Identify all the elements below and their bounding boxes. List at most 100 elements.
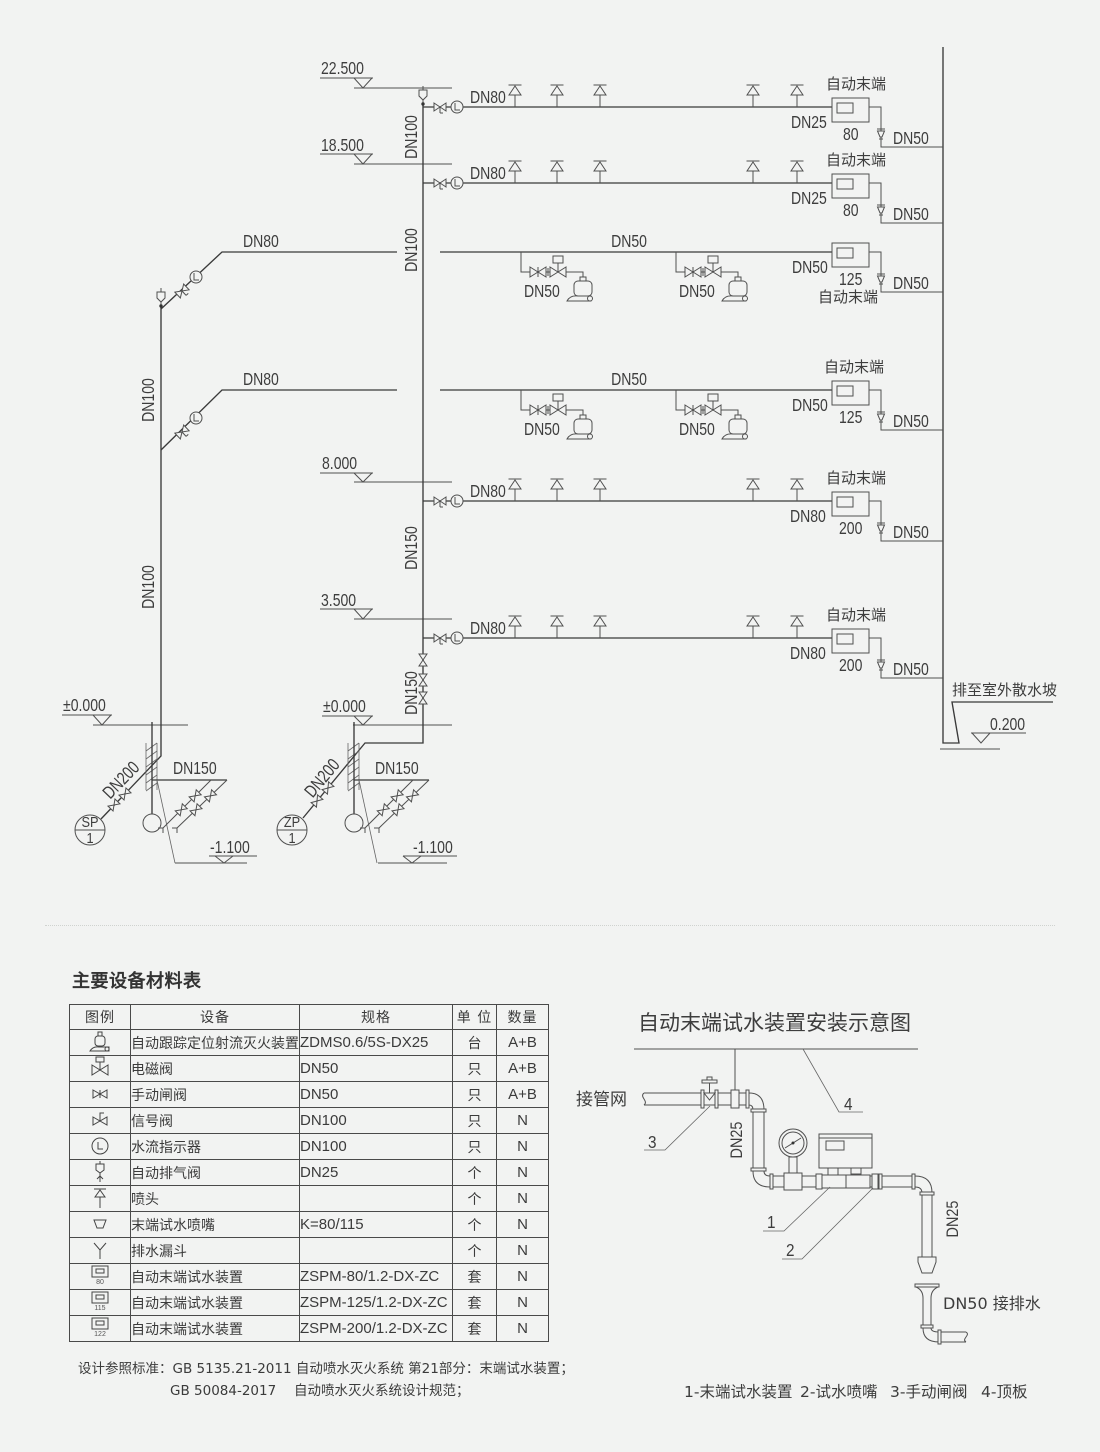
elevation-marker: ±0.000 [322, 696, 452, 726]
funnel-drop-pipe [922, 1298, 932, 1326]
branch-valve-icon [188, 788, 203, 803]
signal-valve-flag [181, 290, 187, 296]
sprinkler-icon [94, 1188, 106, 1208]
sprinkler-body [746, 161, 760, 172]
valve-wedge [702, 1092, 717, 1101]
legend-cell [69, 1185, 131, 1212]
nozzle-body [876, 524, 886, 532]
hanger-coupling [730, 1089, 740, 1109]
test-device-connector [850, 1167, 862, 1175]
solenoid-valve-icon [704, 255, 722, 278]
equipment-quantity-cell: A+B [496, 1081, 549, 1108]
test-device-pipe-label: DN80 [790, 643, 826, 663]
equipment-name-cell: 自动末端试水装置 [130, 1315, 300, 1342]
test-device-display [836, 496, 854, 508]
sprinkler-system-diagram: 22.50018.5008.0003.500±0.000±0.000-1.100… [62, 47, 1057, 864]
legend-cell [69, 1081, 131, 1108]
elevation-label: 18.500 [321, 135, 364, 155]
flow-indicator-icon [450, 100, 464, 114]
sprinkler-body [508, 161, 522, 172]
elevation-label: 3.500 [321, 590, 356, 610]
legend-icon-wrap [85, 1187, 115, 1211]
drain-funnel-icon [93, 1242, 107, 1259]
equipment-unit-cell: 只 [452, 1055, 497, 1082]
test-device-label: 自动末端 [826, 606, 886, 624]
pipe-elbow [748, 1092, 765, 1111]
equipment-unit-cell: 台 [452, 1029, 497, 1056]
sprinkler-body [508, 479, 522, 490]
pipe-network-label: 接管网 [576, 1090, 627, 1110]
legend-icon-wrap [85, 1109, 115, 1133]
callout-leader-1 [763, 1186, 831, 1232]
test-device-label: 自动末端 [824, 358, 884, 376]
elevation-triangle [353, 715, 373, 726]
test-device-connector [827, 1167, 839, 1176]
tank-tag-code: SP [81, 813, 98, 830]
solenoid-actuator [707, 255, 719, 264]
equipment-name-cell: 自动跟踪定位射流灭火装置 [130, 1029, 300, 1056]
elevation-label: -1.100 [413, 837, 453, 857]
suction-branch-pipe [176, 779, 228, 829]
test-device-display [836, 102, 854, 114]
sprinkler-icon [508, 615, 522, 638]
air-valve-icon [95, 1161, 105, 1182]
elevation-marker: 8.000 [320, 453, 452, 483]
test-nozzle-icon [876, 204, 886, 216]
sprinkler-body [508, 616, 522, 627]
fire-monitor-icon [566, 414, 593, 440]
suction-valve-icon [106, 797, 122, 813]
pipe-flange [750, 1108, 767, 1113]
funnel-cone [915, 1286, 939, 1299]
test-device-icon [91, 1265, 109, 1278]
test-device-label: 自动末端 [826, 151, 886, 169]
test-device-display [836, 633, 854, 645]
monitor-pipe-label: DN50 [524, 419, 560, 439]
install-diagram: 自动末端试水装置安装示意图 4 接管网 [576, 1011, 1041, 1401]
secondary-riser-pipe [100, 306, 162, 820]
monitor-body [573, 418, 593, 435]
flow-indicator-circle [450, 631, 464, 645]
test-device-size-label: 80 [843, 200, 859, 220]
suction-valve-icon [117, 786, 133, 802]
test-device-icon [91, 1317, 109, 1330]
monitor-nozzle [587, 295, 593, 302]
equipment-unit-cell: 只 [452, 1081, 497, 1108]
sprinkler-body [508, 85, 522, 96]
discharge-pipe-label: DN150 [173, 758, 217, 778]
elevation-label: 0.200 [990, 714, 1025, 734]
sprinkler-icon [593, 615, 607, 638]
signal-valve-icon [433, 633, 447, 645]
equipment-quantity-cell: A+B [496, 1055, 549, 1082]
solenoid-valve-icon [91, 1056, 109, 1076]
valve-body [418, 673, 428, 687]
elevation-marker: 3.500 [320, 590, 452, 620]
equipment-name-cell: 排水漏斗 [130, 1237, 300, 1264]
flow-indicator-mark [454, 103, 460, 111]
suction-valve-icon [321, 780, 335, 796]
flow-indicator-mark [193, 273, 199, 281]
test-device-size-label: 80 [843, 124, 859, 144]
equipment-unit-cell: 个 [452, 1185, 497, 1212]
drain-pipe [869, 251, 943, 293]
air-valve-joint [159, 304, 163, 308]
drain-pipe [869, 500, 943, 542]
test-device-icon [91, 1291, 109, 1304]
test-nozzle-icon [876, 659, 886, 671]
legend-cell: 80 [69, 1263, 131, 1290]
drain-pipe-label: DN50 [893, 128, 929, 148]
flow-indicator-icon [450, 631, 464, 645]
legend-icon-wrap: 122 [85, 1317, 115, 1341]
riser-pipe-label: DN100 [401, 228, 421, 272]
flow-indicator-icon [450, 176, 464, 190]
equipment-quantity-cell: N [496, 1263, 549, 1290]
branch-pipe-label: DN80 [470, 618, 506, 638]
legend-icon-wrap [85, 1083, 115, 1107]
elevation-triangle [353, 77, 373, 89]
legend-item-3: 3-手动闸阀 [890, 1383, 967, 1401]
tank-tag-code: ZP [284, 813, 300, 830]
sprinkler-body [593, 479, 607, 490]
